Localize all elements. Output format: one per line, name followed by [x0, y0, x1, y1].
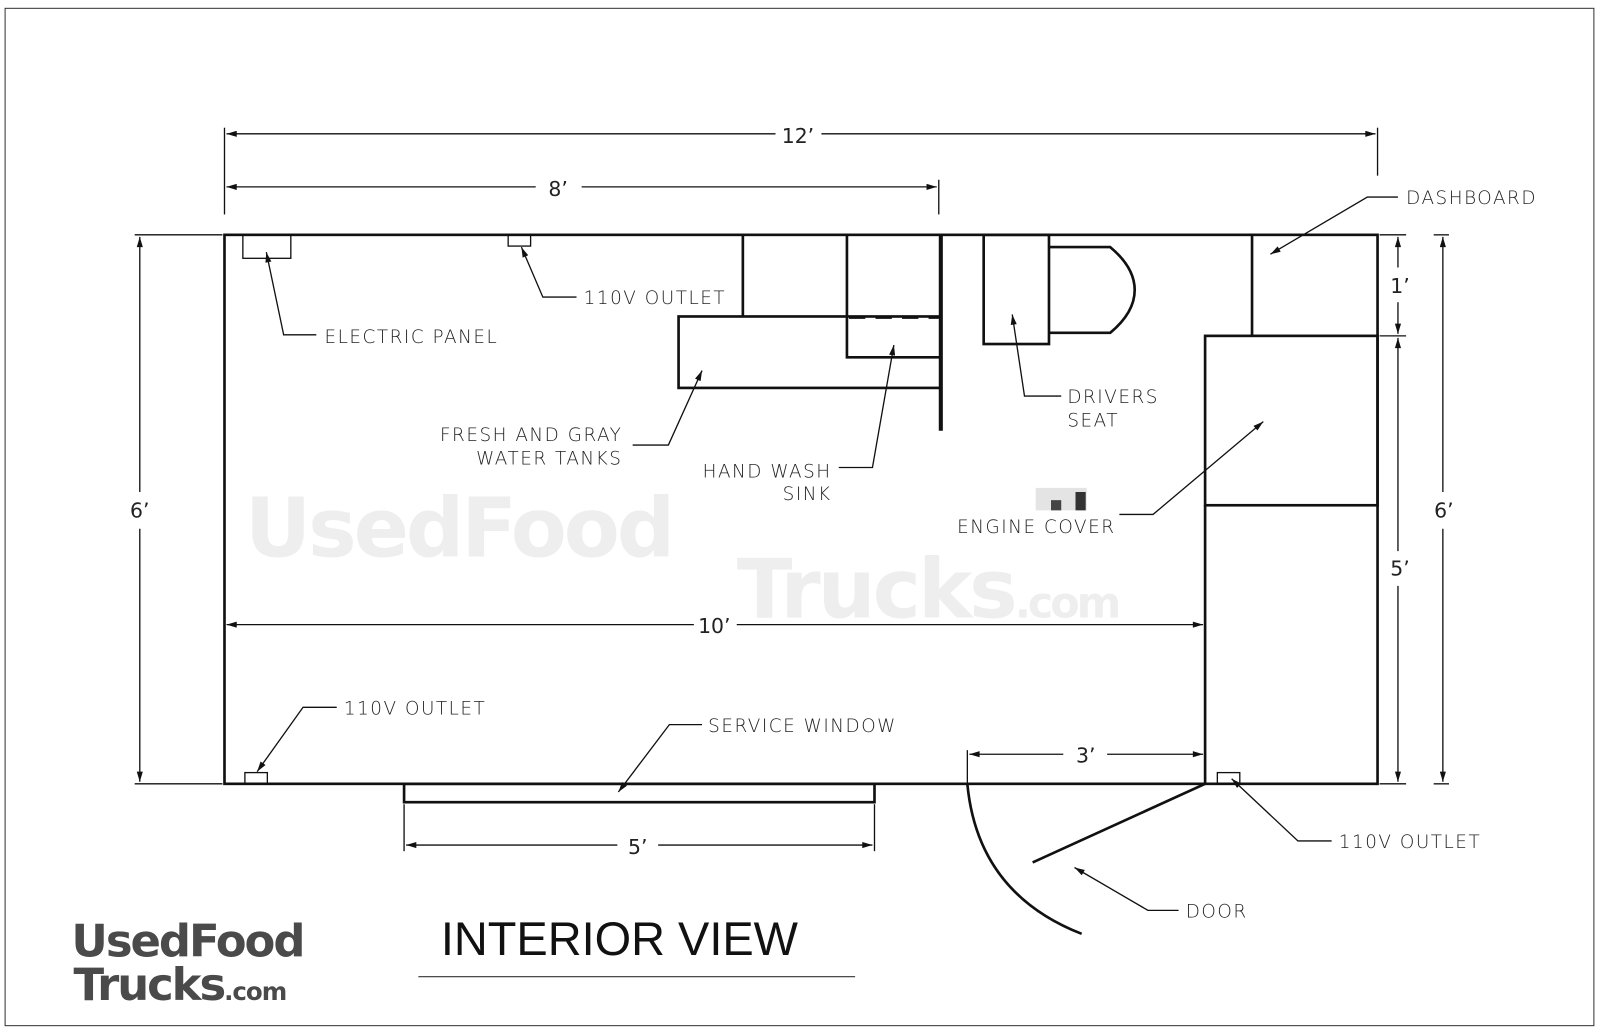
drawing-title: INTERIOR VIEW [441, 913, 799, 965]
outlet-bottom-right [1216, 771, 1241, 785]
watermark-line2: Trucks.com [737, 543, 1119, 638]
label-sink-2: SINK [783, 484, 832, 505]
water-tanks [677, 234, 943, 390]
svg-text:1’: 1’ [1390, 274, 1409, 298]
svg-text:10’: 10’ [698, 614, 730, 638]
redacted-mark [1035, 487, 1087, 511]
outlet-top [507, 234, 532, 247]
svg-text:3’: 3’ [1076, 743, 1095, 767]
hand-wash-sink [845, 234, 941, 359]
label-sink-1: HAND WASH [703, 462, 832, 483]
dimension-8ft: 8’ [226, 177, 940, 215]
engine-cover [1203, 334, 1379, 784]
drivers-seat [982, 233, 1137, 346]
svg-text:12’: 12’ [782, 124, 814, 148]
dimension-1ft: 1’ [1379, 234, 1410, 337]
label-outlet-top: 110V OUTLET [584, 288, 726, 309]
svg-text:5’: 5’ [1390, 557, 1409, 581]
dimension-3ft-door: 3’ [966, 743, 1204, 784]
dimension-6ft-left: 6’ [130, 234, 223, 785]
label-door: DOOR [1186, 902, 1248, 923]
svg-text:5’: 5’ [628, 835, 647, 859]
label-dashboard: DASHBOARD [1406, 188, 1537, 209]
label-tanks-1: FRESH AND GRAY [440, 425, 623, 446]
label-seat-1: DRIVERS [1067, 387, 1159, 408]
dimension-6ft-right: 6’ [1433, 234, 1454, 785]
service-window [402, 782, 876, 804]
svg-text:Trucks.com: Trucks.com [73, 958, 286, 1011]
svg-text:8’: 8’ [548, 177, 567, 201]
usedfoodtrucks-logo: UsedFood Trucks.com [71, 914, 305, 1011]
watermark: UsedFood Trucks.com [245, 481, 1122, 638]
dimension-5ft-cab: 5’ [1379, 337, 1410, 785]
outlet-bottom-left [244, 771, 269, 785]
dimension-10ft: 10’ [226, 614, 1204, 638]
label-outlet-bottom-right: 110V OUTLET [1339, 832, 1481, 853]
label-electric-panel: ELECTRIC PANEL [324, 327, 498, 348]
label-engine-cover: ENGINE COVER [957, 517, 1115, 538]
svg-text:6’: 6’ [1434, 499, 1453, 523]
label-seat-2: SEAT [1067, 411, 1119, 432]
sheet-border [4, 7, 1595, 1027]
svg-text:UsedFood: UsedFood [71, 914, 303, 967]
svg-text:6’: 6’ [130, 499, 149, 523]
watermark-line1: UsedFood [245, 481, 672, 576]
label-outlet-bottom-left: 110V OUTLET [344, 698, 486, 719]
dimension-12ft: 12’ [223, 124, 1379, 215]
label-tanks-2: WATER TANKS [476, 448, 622, 469]
door [966, 782, 1206, 936]
dimension-5ft-window: 5’ [403, 804, 876, 859]
label-service-window: SERVICE WINDOW [708, 716, 897, 737]
